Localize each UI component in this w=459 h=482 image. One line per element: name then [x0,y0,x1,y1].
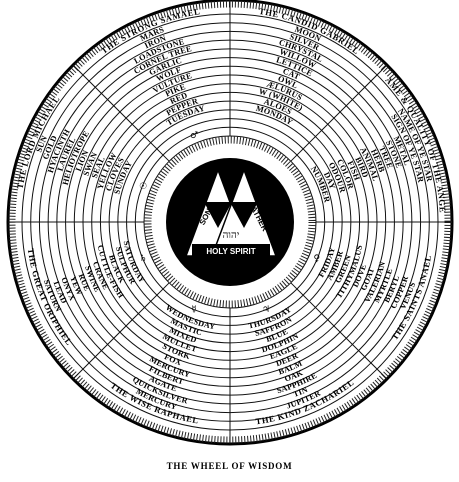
inner-dotted-band [144,136,316,308]
sector-divider [290,282,388,380]
son-triangle-inner [204,202,232,228]
sector-dividers [8,0,452,444]
sector-divider [72,282,170,380]
tetragrammaton-label: יהוה [223,230,240,241]
sector-divider [290,64,388,162]
father-triangle-inner [230,202,258,228]
sector-divider [72,64,170,162]
planet-glyph: ☿ [191,305,197,315]
planet-glyph: ♄ [139,254,147,264]
planet-glyph: ♀ [314,254,321,264]
planet-glyph: ☉ [139,182,147,192]
holy-spirit-label: HOLY SPIRIT [206,247,255,256]
diagram-caption: THE WHEEL OF WISDOM [166,461,293,471]
planet-glyph: ♃ [262,305,270,315]
planet-glyph: ♂ [190,131,198,141]
holy-spirit-band [192,244,270,258]
